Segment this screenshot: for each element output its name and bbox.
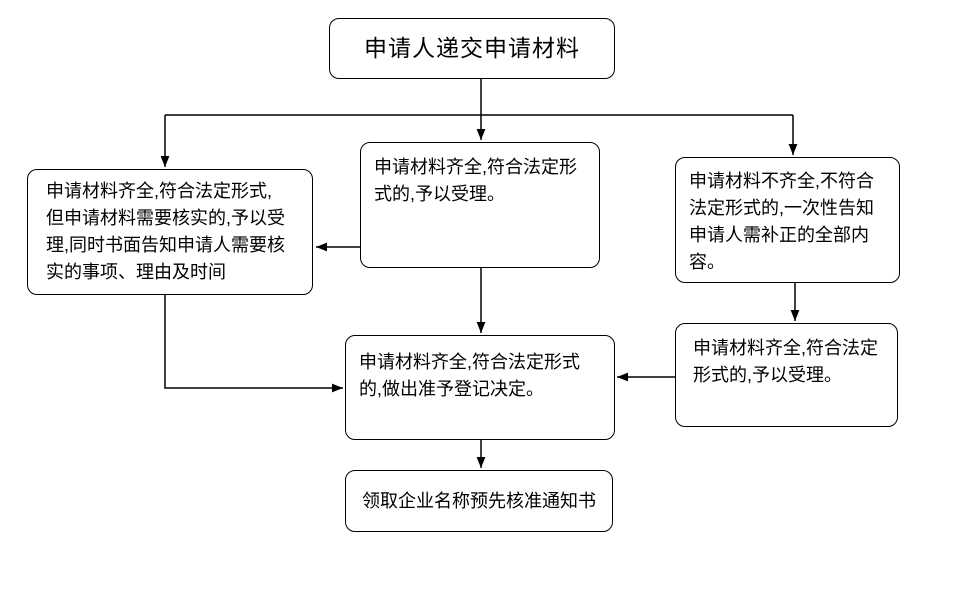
node-materials-need-verification-label: 申请材料齐全,符合法定形式, 但申请材料需要核实的,予以受 理,同时书面告知申请… — [46, 181, 285, 282]
node-applicant-submit-materials-label: 申请人递交申请材料 — [364, 35, 580, 61]
node-receive-preapproval-notice-label: 领取企业名称预先核准通知书 — [362, 490, 596, 511]
node-materials-complete-accepted-label: 申请材料齐全,符合法定形 式的,予以受理。 — [374, 157, 577, 204]
node-materials-incomplete-notify-label: 申请材料不齐全,不符合 法定形式的,一次性告知 申请人需补正的全部内 容。 — [689, 171, 874, 272]
node-materials-incomplete-notify: 申请材料不齐全,不符合 法定形式的,一次性告知 申请人需补正的全部内 容。 — [675, 157, 900, 283]
node-materials-need-verification: 申请材料齐全,符合法定形式, 但申请材料需要核实的,予以受 理,同时书面告知申请… — [27, 169, 313, 295]
node-corrected-materials-accepted-label: 申请材料齐全,符合法定 形式的,予以受理。 — [693, 338, 878, 385]
node-applicant-submit-materials: 申请人递交申请材料 — [329, 18, 615, 79]
node-corrected-materials-accepted: 申请材料齐全,符合法定 形式的,予以受理。 — [675, 323, 898, 427]
node-grant-registration-decision: 申请材料齐全,符合法定形式 的,做出准予登记决定。 — [345, 335, 615, 440]
node-receive-preapproval-notice: 领取企业名称预先核准通知书 — [345, 470, 613, 532]
node-materials-complete-accepted: 申请材料齐全,符合法定形 式的,予以受理。 — [360, 142, 600, 268]
node-grant-registration-decision-label: 申请材料齐全,符合法定形式 的,做出准予登记决定。 — [359, 352, 580, 399]
edge-verify-to-decision — [164, 295, 343, 393]
